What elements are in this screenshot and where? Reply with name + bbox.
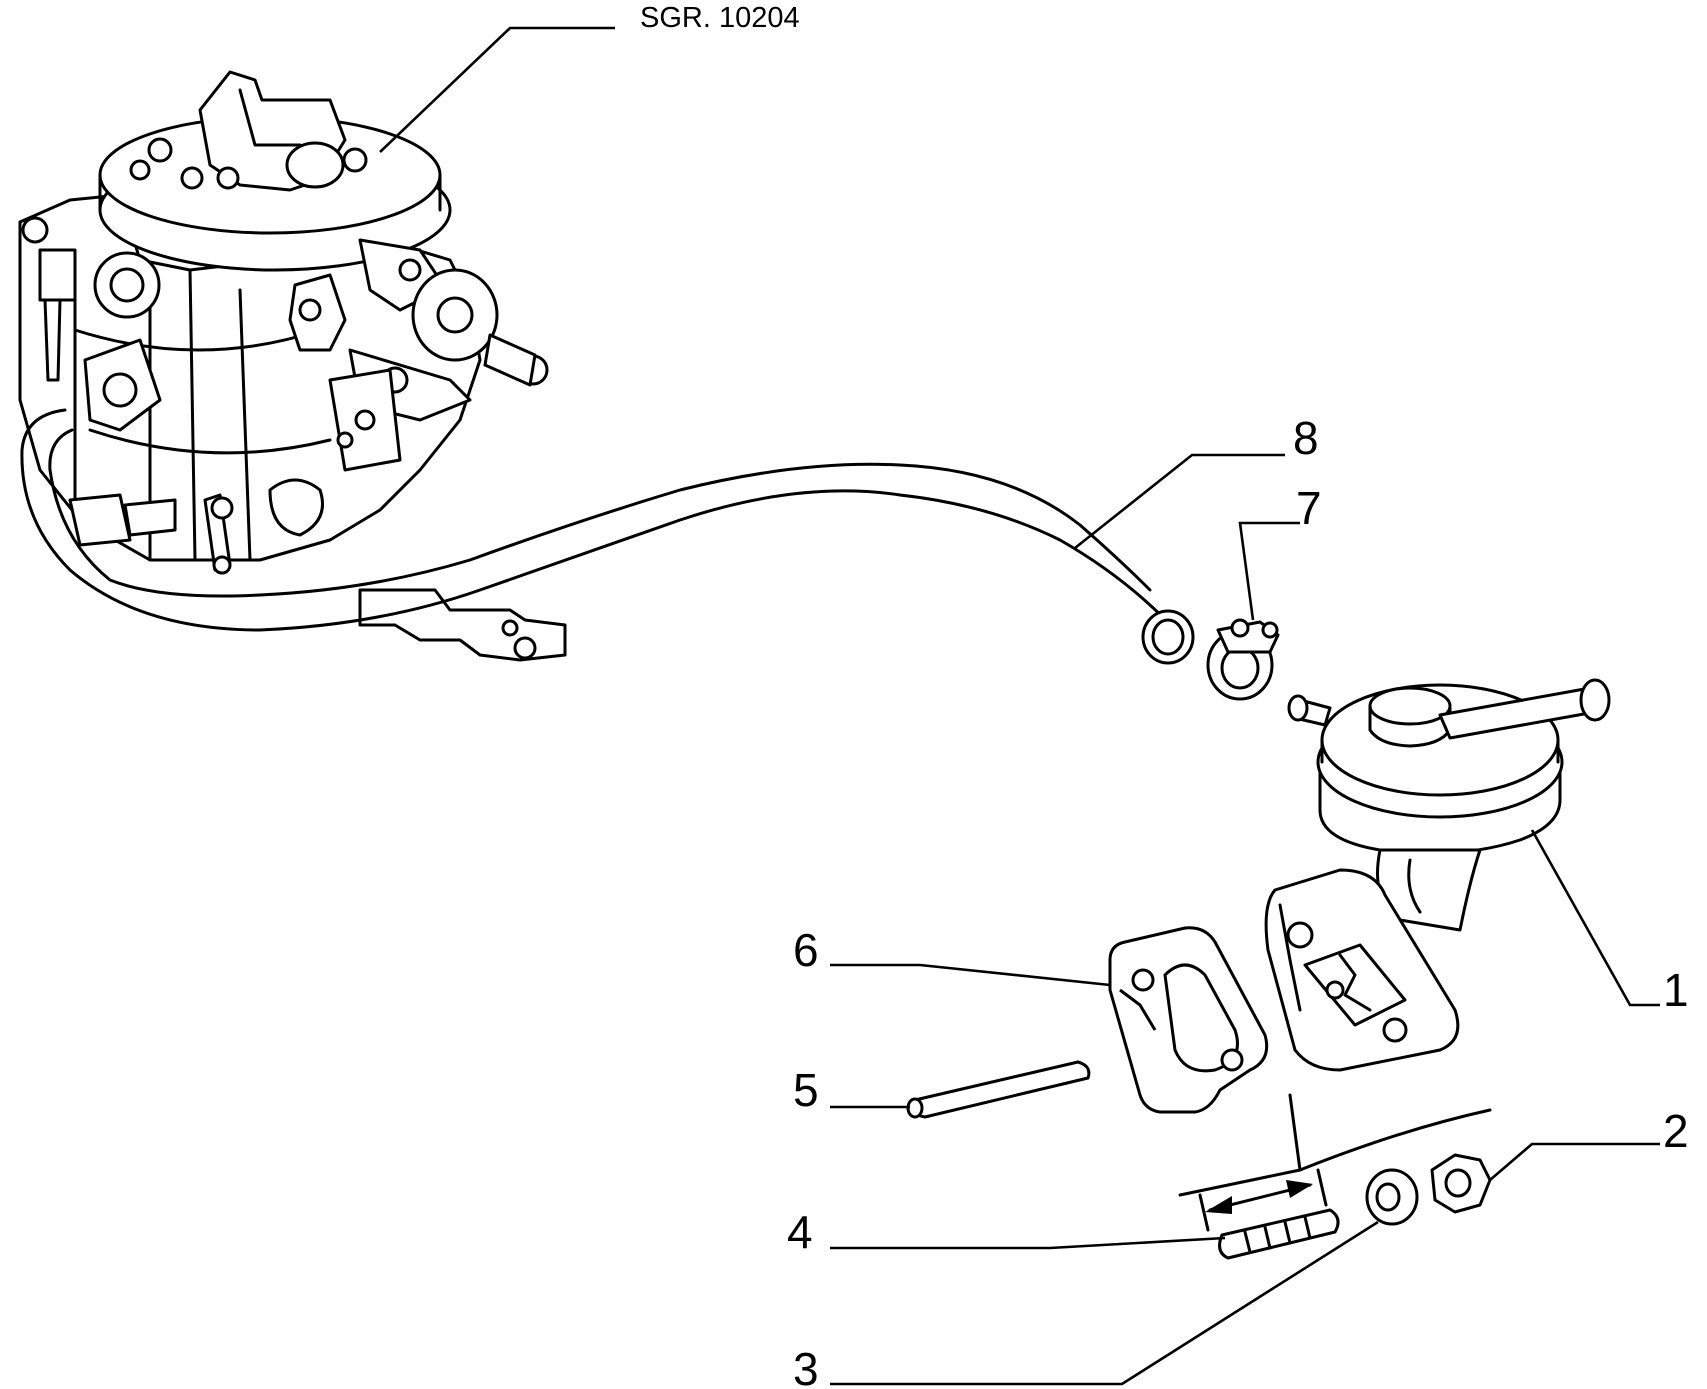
callout-label-4: 4 <box>787 1206 813 1258</box>
callout-label-1: 1 <box>1663 964 1689 1016</box>
callout-label-3: 3 <box>793 1343 819 1389</box>
washer <box>1365 1168 1419 1226</box>
fuel-hose <box>20 408 1195 665</box>
gasket <box>1108 926 1269 1114</box>
leader-lines <box>379 26 1660 1386</box>
callout-label-7: 7 <box>1296 482 1322 534</box>
callout-label-5: 5 <box>793 1064 819 1116</box>
fuel-pump <box>1264 678 1611 1072</box>
callout-label-6: 6 <box>793 924 819 976</box>
reference-label: SGR. 10204 <box>640 2 800 34</box>
callout-label-8: 8 <box>1293 412 1319 464</box>
hose-clamp <box>1206 618 1280 701</box>
callout-label-2: 2 <box>1663 1105 1689 1157</box>
stud <box>1178 1093 1492 1260</box>
carburettor-assembly <box>18 70 567 662</box>
pin <box>906 1060 1091 1119</box>
nut <box>1430 1153 1492 1214</box>
